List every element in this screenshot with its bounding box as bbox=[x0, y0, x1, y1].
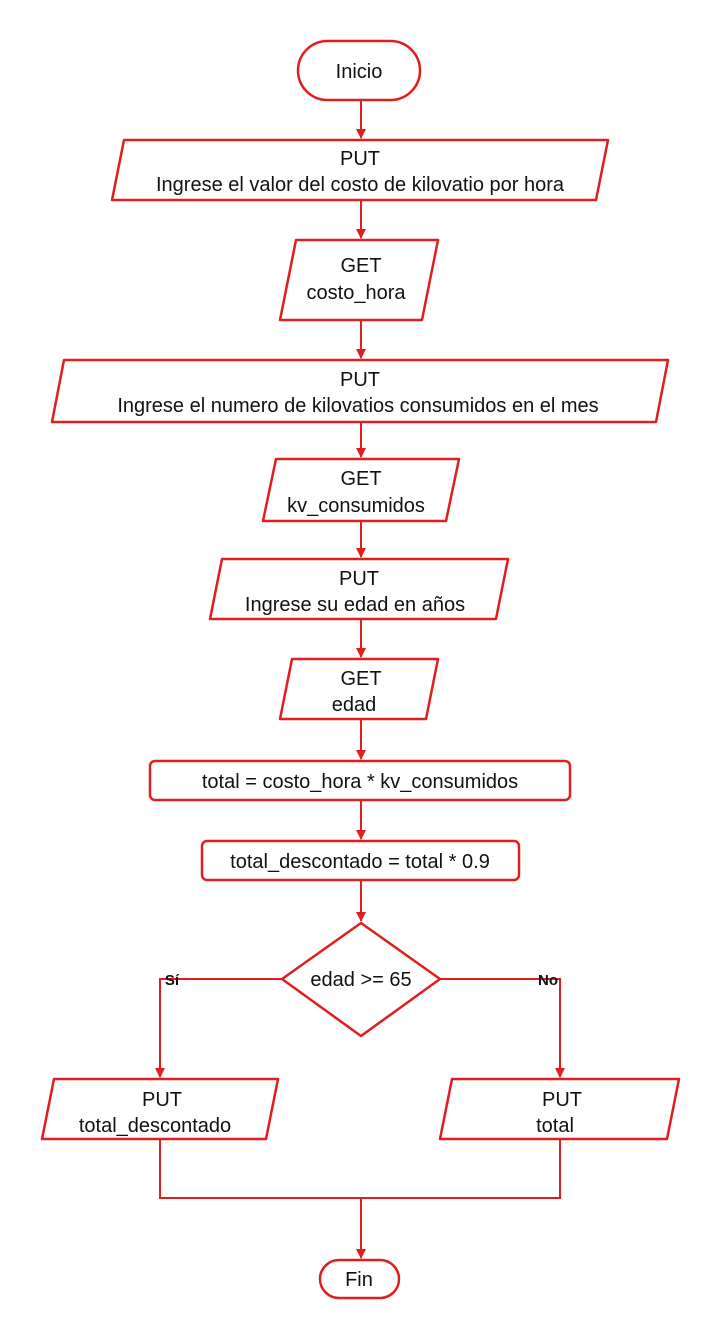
output-costo-shape bbox=[110, 138, 610, 202]
output-costo-message: Ingrese el valor del costo de kilovatio … bbox=[156, 174, 565, 196]
output-kv-keyword: PUT bbox=[340, 369, 380, 391]
input-costo-hora-keyword: GET bbox=[340, 255, 381, 277]
decision-edad: edad >= 65 Sí No bbox=[165, 921, 558, 1038]
connector-decision-no-branch bbox=[440, 978, 565, 1078]
output-total-descontado-variable: total_descontado bbox=[79, 1115, 231, 1137]
input-kv-consumidos-variable: kv_consumidos bbox=[287, 495, 425, 517]
decision-condition: edad >= 65 bbox=[310, 969, 411, 991]
output-costo-keyword: PUT bbox=[340, 148, 380, 170]
process-total-expression: total = costo_hora * kv_consumidos bbox=[202, 771, 518, 793]
output-edad-prompt: PUT Ingrese su edad en años bbox=[208, 557, 510, 621]
output-total-variable: total bbox=[536, 1115, 574, 1137]
output-edad-shape bbox=[208, 557, 510, 621]
end-label: Fin bbox=[345, 1269, 373, 1291]
input-edad-shape bbox=[278, 657, 440, 721]
output-kv-prompt: PUT Ingrese el numero de kilovatios cons… bbox=[50, 358, 670, 424]
input-kv-consumidos: GET kv_consumidos bbox=[261, 457, 461, 523]
end-terminator: Fin bbox=[318, 1258, 401, 1300]
decision-yes-label: Sí bbox=[165, 972, 180, 989]
input-kv-consumidos-keyword: GET bbox=[340, 468, 381, 490]
decision-no-label: No bbox=[538, 972, 558, 989]
start-terminator-shape bbox=[296, 39, 422, 102]
input-costo-hora-shape bbox=[278, 238, 440, 322]
output-total-keyword: PUT bbox=[542, 1089, 582, 1111]
connector-decision-yes-branch bbox=[155, 978, 282, 1078]
output-total-descontado-shape bbox=[40, 1077, 280, 1141]
output-total-descontado-keyword: PUT bbox=[142, 1089, 182, 1111]
process-descuento: total_descontado = total * 0.9 bbox=[200, 839, 521, 882]
connectors bbox=[155, 101, 565, 1259]
output-edad-keyword: PUT bbox=[339, 568, 379, 590]
end-terminator-shape bbox=[318, 1258, 401, 1300]
input-edad: GET edad bbox=[278, 657, 440, 721]
process-total: total = costo_hora * kv_consumidos bbox=[148, 759, 572, 802]
output-edad-message: Ingrese su edad en años bbox=[245, 594, 465, 616]
output-total-descontado: PUT total_descontado bbox=[40, 1077, 280, 1141]
start-label: Inicio bbox=[336, 61, 383, 83]
process-descuento-expression: total_descontado = total * 0.9 bbox=[230, 851, 490, 873]
input-edad-keyword: GET bbox=[340, 668, 381, 690]
input-kv-consumidos-shape bbox=[261, 457, 461, 523]
output-kv-shape bbox=[50, 358, 670, 424]
input-edad-variable: edad bbox=[332, 694, 377, 716]
decision-diamond-shape bbox=[280, 921, 442, 1038]
output-total: PUT total bbox=[438, 1077, 681, 1141]
connector-merge-lines bbox=[159, 1140, 561, 1199]
output-kv-message: Ingrese el numero de kilovatios consumid… bbox=[117, 395, 598, 417]
process-total-shape bbox=[148, 759, 572, 802]
output-costo-prompt: PUT Ingrese el valor del costo de kilova… bbox=[110, 138, 610, 202]
start-terminator: Inicio bbox=[296, 39, 422, 102]
process-descuento-shape bbox=[200, 839, 521, 882]
input-costo-hora-variable: costo_hora bbox=[307, 282, 407, 304]
output-total-shape bbox=[438, 1077, 681, 1141]
input-costo-hora: GET costo_hora bbox=[278, 238, 440, 322]
